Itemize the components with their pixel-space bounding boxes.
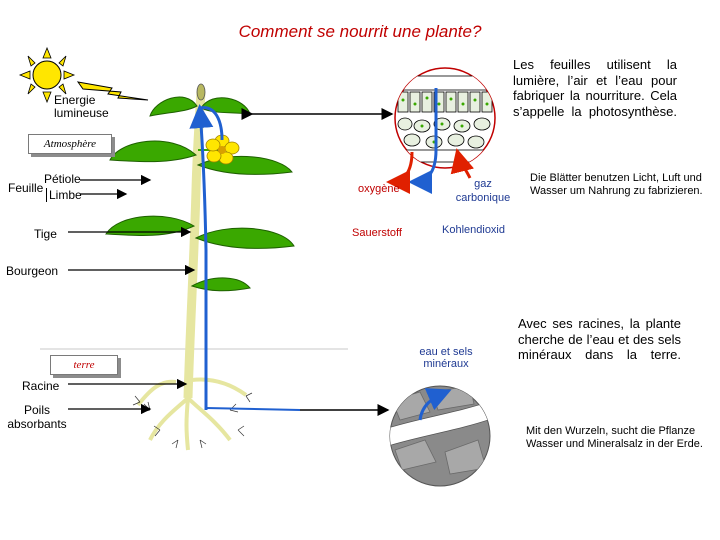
bud-icon bbox=[196, 83, 206, 101]
photosynthese-de-text: Die Blätter benutzen Licht, Luft und Was… bbox=[530, 172, 703, 197]
page-title: Comment se nourrit une plante? bbox=[238, 22, 482, 41]
lightning-icon bbox=[76, 81, 149, 101]
bourgeon-label: Bourgeon bbox=[6, 264, 59, 278]
sun-icon bbox=[18, 46, 76, 104]
plant-roots bbox=[136, 377, 248, 451]
kohlendioxid-label: Kohlendioxid bbox=[442, 224, 505, 236]
plant-stem bbox=[183, 91, 206, 399]
atmosphere-tag: Atmosphère bbox=[28, 134, 112, 154]
eau-sels-label: eau et sels minéraux bbox=[419, 346, 473, 370]
oxygene-label: oxygène bbox=[358, 183, 400, 195]
feuille-label: Feuille bbox=[8, 181, 44, 195]
racines-de-text: Mit den Wurzeln, sucht die Pflanze Wasse… bbox=[526, 425, 703, 450]
racines-fr-text: Avec ses racines, la plante cherche de l… bbox=[518, 316, 681, 362]
gaz-label: gaz carbonique bbox=[455, 178, 511, 204]
water-flow-arrow bbox=[189, 104, 214, 410]
poils-label: Poils absorbants bbox=[7, 403, 67, 431]
terre-tag: terre bbox=[50, 355, 118, 375]
photosynthese-fr-text: Les feuilles utilisent la lumière, l’air… bbox=[513, 57, 677, 119]
tige-label: Tige bbox=[34, 227, 57, 241]
leaf-cell-magnifier bbox=[386, 67, 496, 194]
energie-label: Energie lumineuse bbox=[54, 93, 109, 120]
racine-label: Racine bbox=[22, 379, 60, 393]
limbe-label: Limbe bbox=[46, 188, 82, 202]
flower-icon bbox=[198, 134, 240, 165]
petiole-label: Pétiole bbox=[44, 172, 81, 186]
soil-magnifier bbox=[389, 385, 491, 487]
sauerstoff-label: Sauerstoff bbox=[352, 227, 402, 239]
plant-leaves bbox=[105, 96, 295, 292]
